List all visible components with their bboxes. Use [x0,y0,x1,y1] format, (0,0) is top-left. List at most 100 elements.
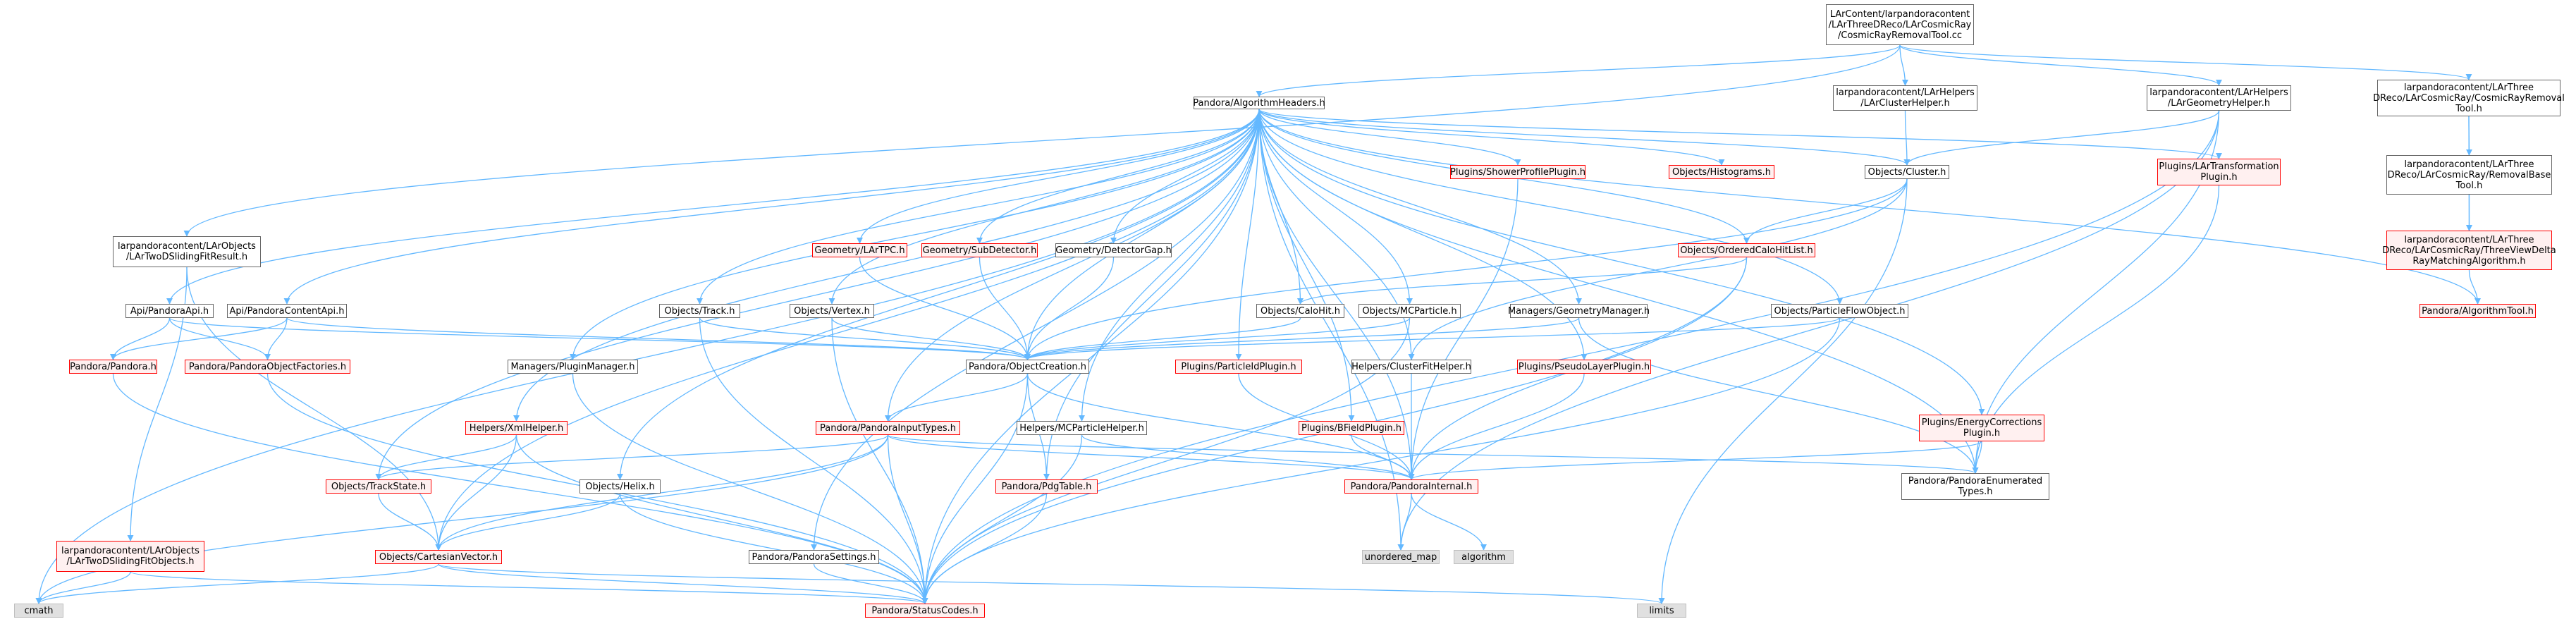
edge-cartesian_vector-to-status_codes [438,563,928,604]
edge-alg_headers-to-pfo [1258,109,1843,305]
edge-alg_headers-to-transformation [1258,109,2222,159]
node-pandora-internal[interactable]: Pandora/PandoraInternal.h [1344,479,1478,494]
edge-alg_headers-to-vertex [828,109,1260,305]
edge-shower_profile-to-pandora_internal [1408,178,1519,480]
node-cmath[interactable]: cmath [14,604,63,618]
edge-xml_helper-to-status_codes [515,434,928,604]
edge-root-to-sliding_fit_result [183,44,1901,237]
edge-alg_headers-to-bfield [1258,109,1355,422]
edge-cluster-to-object_creation [1024,178,1908,360]
node-pandora[interactable]: Pandora/Pandora.h [69,360,157,374]
node-unordered-map[interactable]: unordered_map [1362,550,1440,564]
node-removal-base-tool[interactable]: larpandoracontent/LArThree DReco/LArCosm… [2386,155,2552,195]
edge-alg_headers-to-lar_tpc [857,109,1260,244]
node-lar-transformation-plugin[interactable]: Plugins/LArTransformation Plugin.h [2157,159,2281,185]
node-pdg-table[interactable]: Pandora/PdgTable.h [995,479,1098,494]
edge-cartesian_vector-to-cmath [35,563,439,604]
edge-track-to-object_creation [699,317,1031,360]
edge-alg_headers-to-histograms [1258,109,1725,166]
node-pandora-api[interactable]: Api/PandoraApi.h [125,304,214,318]
node-calo-hit[interactable]: Objects/CaloHit.h [1256,304,1344,318]
node-track-state[interactable]: Objects/TrackState.h [326,479,431,494]
node-pandora-content-api[interactable]: Api/PandoraContentApi.h [227,304,347,318]
edge-vertex-to-object_creation [831,317,1031,360]
node-particle-flow-object[interactable]: Objects/ParticleFlowObject.h [1771,304,1908,318]
node-shower-profile-plugin[interactable]: Plugins/ShowerProfilePlugin.h [1450,165,1586,179]
node-lar-two-d-sliding-fit-result[interactable]: larpandoracontent/LArObjects /LArTwoDSli… [113,236,261,267]
edge-alg_headers-to-cmath [35,109,1260,604]
node-object-creation[interactable]: Pandora/ObjectCreation.h [966,360,1089,374]
node-detector-gap[interactable]: Geometry/DetectorGap.h [1055,243,1172,257]
node-pseudo-layer-plugin[interactable]: Plugins/PseudoLayerPlugin.h [1517,360,1651,374]
edge-content_api-to-object_creation [286,317,1031,360]
node-xml-helper[interactable]: Helpers/XmlHelper.h [465,421,568,435]
edge-input_types-to-status_codes [887,434,928,604]
node-algorithm-tool[interactable]: Pandora/AlgorithmTool.h [2419,304,2536,318]
edge-pandora_h-to-status_codes [112,373,928,604]
edge-cluster-to-cluster_fit_helper [1408,178,1908,360]
edge-alg_headers-to-track [697,109,1260,305]
node-histograms[interactable]: Objects/Histograms.h [1669,165,1774,179]
edge-geometry_helper-to-cluster [1903,110,2220,166]
node-pandora-settings[interactable]: Pandora/PandoraSettings.h [749,550,879,564]
node-track[interactable]: Objects/Track.h [659,304,740,318]
edge-mc_particle-to-object_creation [1024,317,1411,360]
node-bfield-plugin[interactable]: Plugins/BFieldPlugin.h [1299,421,1404,435]
node-energy-corrections-plugin[interactable]: Plugins/EnergyCorrections Plugin.h [1919,415,2044,441]
node-cosmic-ray-removal-tool-cc[interactable]: LArContent/larpandoracontent /LArThreeDR… [1826,4,1974,45]
edge-alg_headers-to-cluster [1258,109,1910,166]
node-lar-cluster-helper[interactable]: larpandoracontent/LArHelpers /LArCluster… [1833,85,1977,111]
node-pandora-enumerated-types[interactable]: Pandora/PandoraEnumerated Types.h [1901,473,2049,500]
node-geometry-manager[interactable]: Managers/GeometryManager.h [1508,304,1650,318]
node-mc-particle[interactable]: Objects/MCParticle.h [1358,304,1461,318]
edge-lar_tpc-to-object_creation [859,257,1031,360]
edge-ordered_calo-to-calo_hit [1297,257,1748,305]
node-pandora-object-factories[interactable]: Pandora/PandoraObjectFactories.h [185,360,350,374]
node-pandora-input-types[interactable]: Pandora/PandoraInputTypes.h [816,421,960,435]
edge-pandora_api-to-object_creation [168,317,1031,360]
node-plugin-manager[interactable]: Managers/PluginManager.h [508,360,638,374]
node-cluster-fit-helper[interactable]: Helpers/ClusterFitHelper.h [1351,360,1471,374]
edge-alg_headers-to-status_codes [921,109,1260,604]
edge-alg_headers-to-detector_gap [1110,109,1260,244]
node-vertex[interactable]: Objects/Vertex.h [790,304,874,318]
node-ordered-calo-hit-list[interactable]: Objects/OrderedCaloHitList.h [1678,243,1815,257]
node-mc-particle-helper[interactable]: Helpers/MCParticleHelper.h [1017,421,1147,435]
node-lar-tpc[interactable]: Geometry/LArTPC.h [812,243,907,257]
edge-input_types-to-enumerated_types [887,434,1979,474]
node-lar-two-d-sliding-fit-objects[interactable]: larpandoracontent/LArObjects /LArTwoDSli… [56,541,204,572]
node-sub-detector[interactable]: Geometry/SubDetector.h [921,243,1038,257]
node-cosmic-ray-removal-tool-h[interactable]: larpandoracontent/LArThree DReco/LArCosm… [2373,80,2565,116]
edge-input_types-to-pandora_internal [887,434,1415,480]
edge-content_api-to-factories [264,317,288,360]
edge-root-to-cr_removal_tool_h [1899,44,2472,80]
edge-alg_headers-to-sub_detector [976,109,1260,244]
edge-alg_headers-to-plugin_manager [569,109,1260,360]
edge-helix-to-status_codes [619,493,928,604]
node-limits[interactable]: limits [1637,604,1686,618]
edge-sub_detector-to-object_creation [979,257,1031,360]
edge-sliding_fit_objects-to-cmath [35,571,131,604]
node-helix[interactable]: Objects/Helix.h [579,479,661,494]
edge-geometry_helper-to-status_codes [921,110,2220,604]
node-status-codes[interactable]: Pandora/StatusCodes.h [865,604,985,618]
edge-alg_headers-to-pseudo_layer [1258,109,1588,360]
edge-root-to-cluster_helper [1899,44,1909,86]
edge-track-to-status_codes [699,317,928,604]
node-cluster[interactable]: Objects/Cluster.h [1865,165,1949,179]
edge-calo_hit-to-object_creation [1024,317,1301,360]
edge-alg_headers-to-pdg_table [1043,109,1260,480]
node-lar-geometry-helper[interactable]: larpandoracontent/LArHelpers /LArGeometr… [2147,85,2291,111]
node-three-view-delta-ray-matching[interactable]: larpandoracontent/LArThree DReco/LArCosm… [2382,231,2556,270]
node-algorithm[interactable]: algorithm [1454,550,1514,564]
node-particle-id-plugin[interactable]: Plugins/ParticleIdPlugin.h [1175,360,1302,374]
node-cartesian-vector[interactable]: Objects/CartesianVector.h [375,550,502,564]
edge-alg_headers-to-particle_id [1235,109,1260,360]
edge-mc_particle_helper-to-pandora_internal [1081,434,1415,480]
edge-alg_headers-to-geometry_manager [1258,109,1583,305]
edge-alg_headers-to-pandora_api [166,109,1260,305]
edge-alg_headers-to-cartesian_vector [435,109,1260,551]
edge-delta_ray-to-algorithm_tool [2468,269,2482,305]
node-algorithm-headers[interactable]: Pandora/AlgorithmHeaders.h [1193,97,1325,109]
